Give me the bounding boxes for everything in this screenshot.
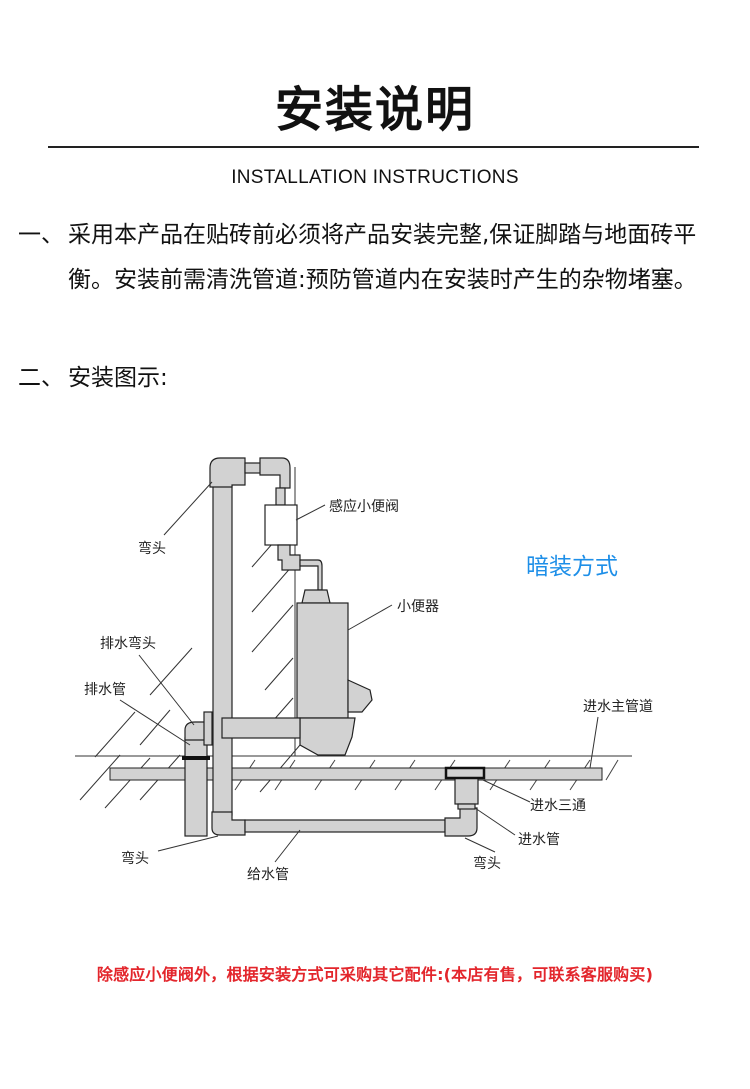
label-inlet-tee: 进水三通 (530, 798, 586, 814)
leader-lines (119, 481, 599, 863)
drain-pipe-vertical (184, 737, 208, 837)
inlet-tee-neck (457, 803, 476, 810)
drain-flange (203, 711, 213, 746)
label-elbow-bottom-right: 弯头 (473, 856, 501, 872)
label-urinal: 小便器 (397, 599, 439, 615)
valve-stub (275, 487, 286, 506)
urinal-inlet (301, 589, 331, 604)
bottom-left-elbow (211, 811, 246, 836)
label-supply-pipe: 给水管 (247, 867, 289, 883)
page-subtitle: INSTALLATION INSTRUCTIONS (231, 167, 519, 188)
label-inlet-pipe: 进水管 (518, 832, 560, 848)
title-divider (48, 146, 699, 148)
main-inlet-pipe (109, 767, 603, 781)
bottom-right-elbow (444, 807, 478, 837)
section-1-number: 一、 (18, 222, 64, 248)
drain-seal (182, 756, 210, 760)
label-main-inlet: 进水主管道 (583, 699, 653, 715)
top-left-elbow (209, 457, 246, 488)
section-2-number: 二、 (18, 365, 64, 391)
drain-elbow (184, 721, 208, 741)
top-right-elbow (259, 457, 291, 489)
page-title: 安装说明 (274, 82, 475, 138)
urinal-bowl (347, 679, 373, 713)
drain-horizontal (221, 717, 301, 739)
label-sensor-valve: 感应小便阀 (329, 499, 399, 515)
supply-pipe-horizontal (244, 819, 446, 833)
urinal-base (299, 717, 356, 756)
install-mode-label: 暗装方式 (526, 554, 618, 580)
label-elbow-bottom-left: 弯头 (121, 851, 149, 867)
section-1-text: 采用本产品在贴砖前必须将产品安装完整,保证脚踏与地面砖平衡。安装前需清洗管道:预… (68, 222, 697, 293)
flush-tube (299, 559, 323, 591)
label-drain-elbow: 排水弯头 (100, 636, 156, 652)
label-elbow-top: 弯头 (138, 541, 166, 557)
valve-outlet (277, 544, 301, 571)
supply-pipe-vertical (212, 479, 233, 816)
label-drain-pipe: 排水管 (84, 682, 126, 698)
accessory-note: 除感应小便阀外，根据安装方式可采购其它配件:(本店有售，可联系客服购买) (96, 965, 654, 984)
sensor-valve-box (264, 504, 298, 546)
inlet-tee-cap (444, 766, 486, 780)
section-2-text: 安装图示: (68, 365, 168, 391)
pipes (184, 457, 479, 837)
urinal-body (296, 602, 349, 719)
inlet-tee-body (454, 777, 479, 805)
